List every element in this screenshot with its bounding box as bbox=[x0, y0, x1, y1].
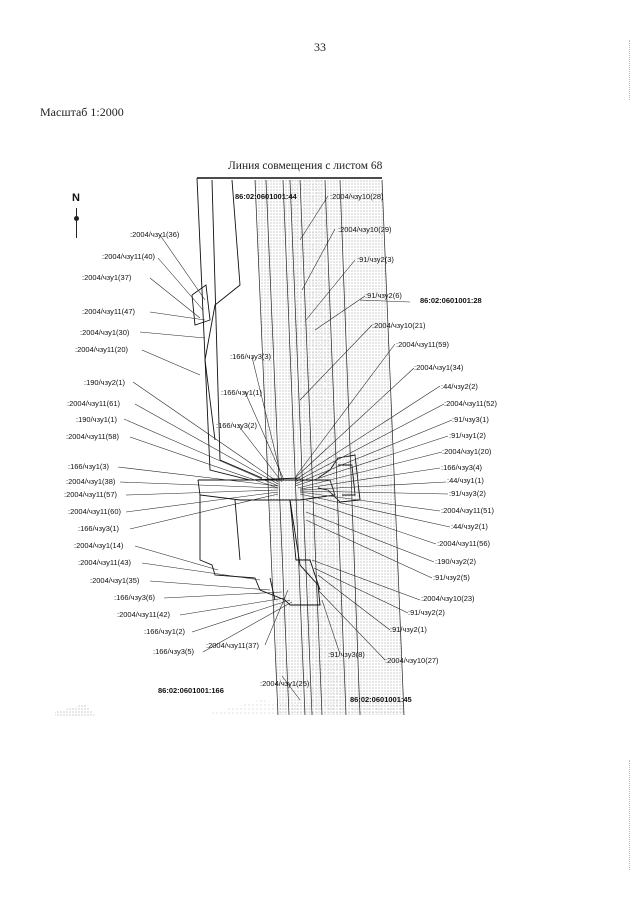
parcel-label: :190/чзу2(1) bbox=[84, 378, 126, 387]
parcel-label: :2004/чзу11(57) bbox=[64, 490, 117, 499]
parcel-label: :2004/чзу11(60) bbox=[68, 507, 121, 516]
cadastral-number: 86:02:0601001:45 bbox=[350, 695, 412, 704]
right-edge-marks bbox=[629, 40, 632, 100]
parcel-label: :166/чзу3(6) bbox=[114, 593, 156, 602]
parcel-label: :2004/чзу1(25) bbox=[260, 679, 310, 688]
parcel-label: :2004/чзу11(42) bbox=[117, 610, 170, 619]
parcel-label: :166/чзу3(5) bbox=[153, 647, 195, 656]
parcel-label: :2004/чзу10(21) bbox=[372, 321, 426, 330]
sheet-match-line-title: Линия совмещения с листом 68 bbox=[228, 160, 383, 172]
parcel-label: :2004/чзу1(35) bbox=[90, 576, 140, 585]
parcel-label: :166/чзу1(1) bbox=[221, 388, 263, 397]
parcel-label: :44/чзу2(2) bbox=[441, 382, 478, 391]
parcel-label: :166/чзу3(4) bbox=[441, 463, 483, 472]
parcel-label: :2004/чзу1(14) bbox=[74, 541, 124, 550]
parcel-label: :91/чзу2(5) bbox=[433, 573, 470, 582]
parcel-label: :91/чзу3(8) bbox=[328, 650, 365, 659]
parcel-label: :2004/чзу11(40) bbox=[102, 252, 155, 261]
parcel-label: :2004/чзу10(27) bbox=[385, 656, 439, 665]
parcel-label: :2004/чзу11(61) bbox=[67, 399, 120, 408]
road-center-strip bbox=[290, 180, 346, 715]
parcel-label: :91/чзу2(3) bbox=[357, 255, 394, 264]
parcel-label: :91/чзу3(1) bbox=[452, 415, 489, 424]
map-scale: Масштаб 1:2000 bbox=[40, 105, 124, 119]
parcel-outlines bbox=[191, 177, 336, 606]
parcel-label: :2004/чзу1(20) bbox=[442, 447, 492, 456]
parcel-label: :2004/чзу11(56) bbox=[437, 539, 490, 548]
parcel-label: :166/чзу3(1) bbox=[78, 524, 120, 533]
right-edge-marks-lower bbox=[629, 760, 632, 870]
parcel-label: :190/чзу1(1) bbox=[76, 415, 118, 424]
parcel-label: :2004/чзу11(43) bbox=[78, 558, 131, 567]
north-arrow-dot bbox=[74, 216, 79, 221]
parcel-label: :91/чзу2(6) bbox=[365, 291, 402, 300]
parcel-label: :2004/чзу1(30) bbox=[80, 328, 130, 337]
north-arrow-line bbox=[76, 208, 77, 238]
parcel-label: :91/чзу2(2) bbox=[408, 608, 445, 617]
parcel-label: :166/чзу3(2) bbox=[216, 421, 258, 430]
parcel-label: :2004/чзу1(37) bbox=[82, 273, 132, 282]
parcel-label: :2004/чзу11(51) bbox=[441, 506, 494, 515]
parcel-label: :166/чзу1(2) bbox=[144, 627, 186, 636]
corridor-lines bbox=[254, 179, 405, 716]
parcel-label: :91/чзу2(1) bbox=[390, 625, 427, 634]
parcel-label: :2004/чзу1(34) bbox=[414, 363, 464, 372]
north-label: N bbox=[72, 192, 80, 204]
parcel-label: :2004/чзу1(36) bbox=[130, 230, 180, 239]
parcel-label: :2004/чзу11(47) bbox=[82, 307, 135, 316]
parcel-label: :2004/чзу11(37) bbox=[206, 641, 259, 650]
leader-lines bbox=[117, 195, 453, 701]
parcel-label: :2004/чзу10(23) bbox=[421, 594, 475, 603]
parcel-label: :2004/чзу11(52) bbox=[444, 399, 497, 408]
north-arrow-icon: N bbox=[70, 192, 84, 242]
parcel-label: :2004/чзу1(38) bbox=[66, 477, 116, 486]
parcel-label: :190/чзу2(2) bbox=[435, 557, 477, 566]
parcel-label: :2004/чзу11(20) bbox=[75, 345, 128, 354]
page-number: 33 bbox=[314, 40, 326, 54]
parcel-label: :44/чзу1(1) bbox=[447, 476, 484, 485]
parcel-label: :91/чзу3(2) bbox=[449, 489, 486, 498]
parcel-label: :44/чзу2(1) bbox=[451, 522, 488, 531]
parcel-label: :91/чзу1(2) bbox=[449, 431, 486, 440]
parcel-label: :2004/чзу10(28) bbox=[330, 192, 384, 201]
parcel-label: :166/чзу1(3) bbox=[68, 462, 110, 471]
parcel-label: :2004/чзу10(29) bbox=[338, 225, 392, 234]
cadastral-number: 86:02:0601001:166 bbox=[158, 686, 224, 695]
parcel-label: :2004/чзу11(59) bbox=[396, 340, 449, 349]
corner-stipple bbox=[55, 704, 95, 716]
junction-stipple bbox=[326, 455, 360, 501]
parcel-label: :166/чзу3(3) bbox=[230, 352, 272, 361]
parcel-label: :2004/чзу11(58) bbox=[66, 432, 119, 441]
cadastral-number: 86:02:0601001:28 bbox=[420, 296, 482, 305]
cadastral-number: 86:02:0601001:44 bbox=[235, 192, 298, 201]
bottom-stipple bbox=[200, 700, 404, 716]
